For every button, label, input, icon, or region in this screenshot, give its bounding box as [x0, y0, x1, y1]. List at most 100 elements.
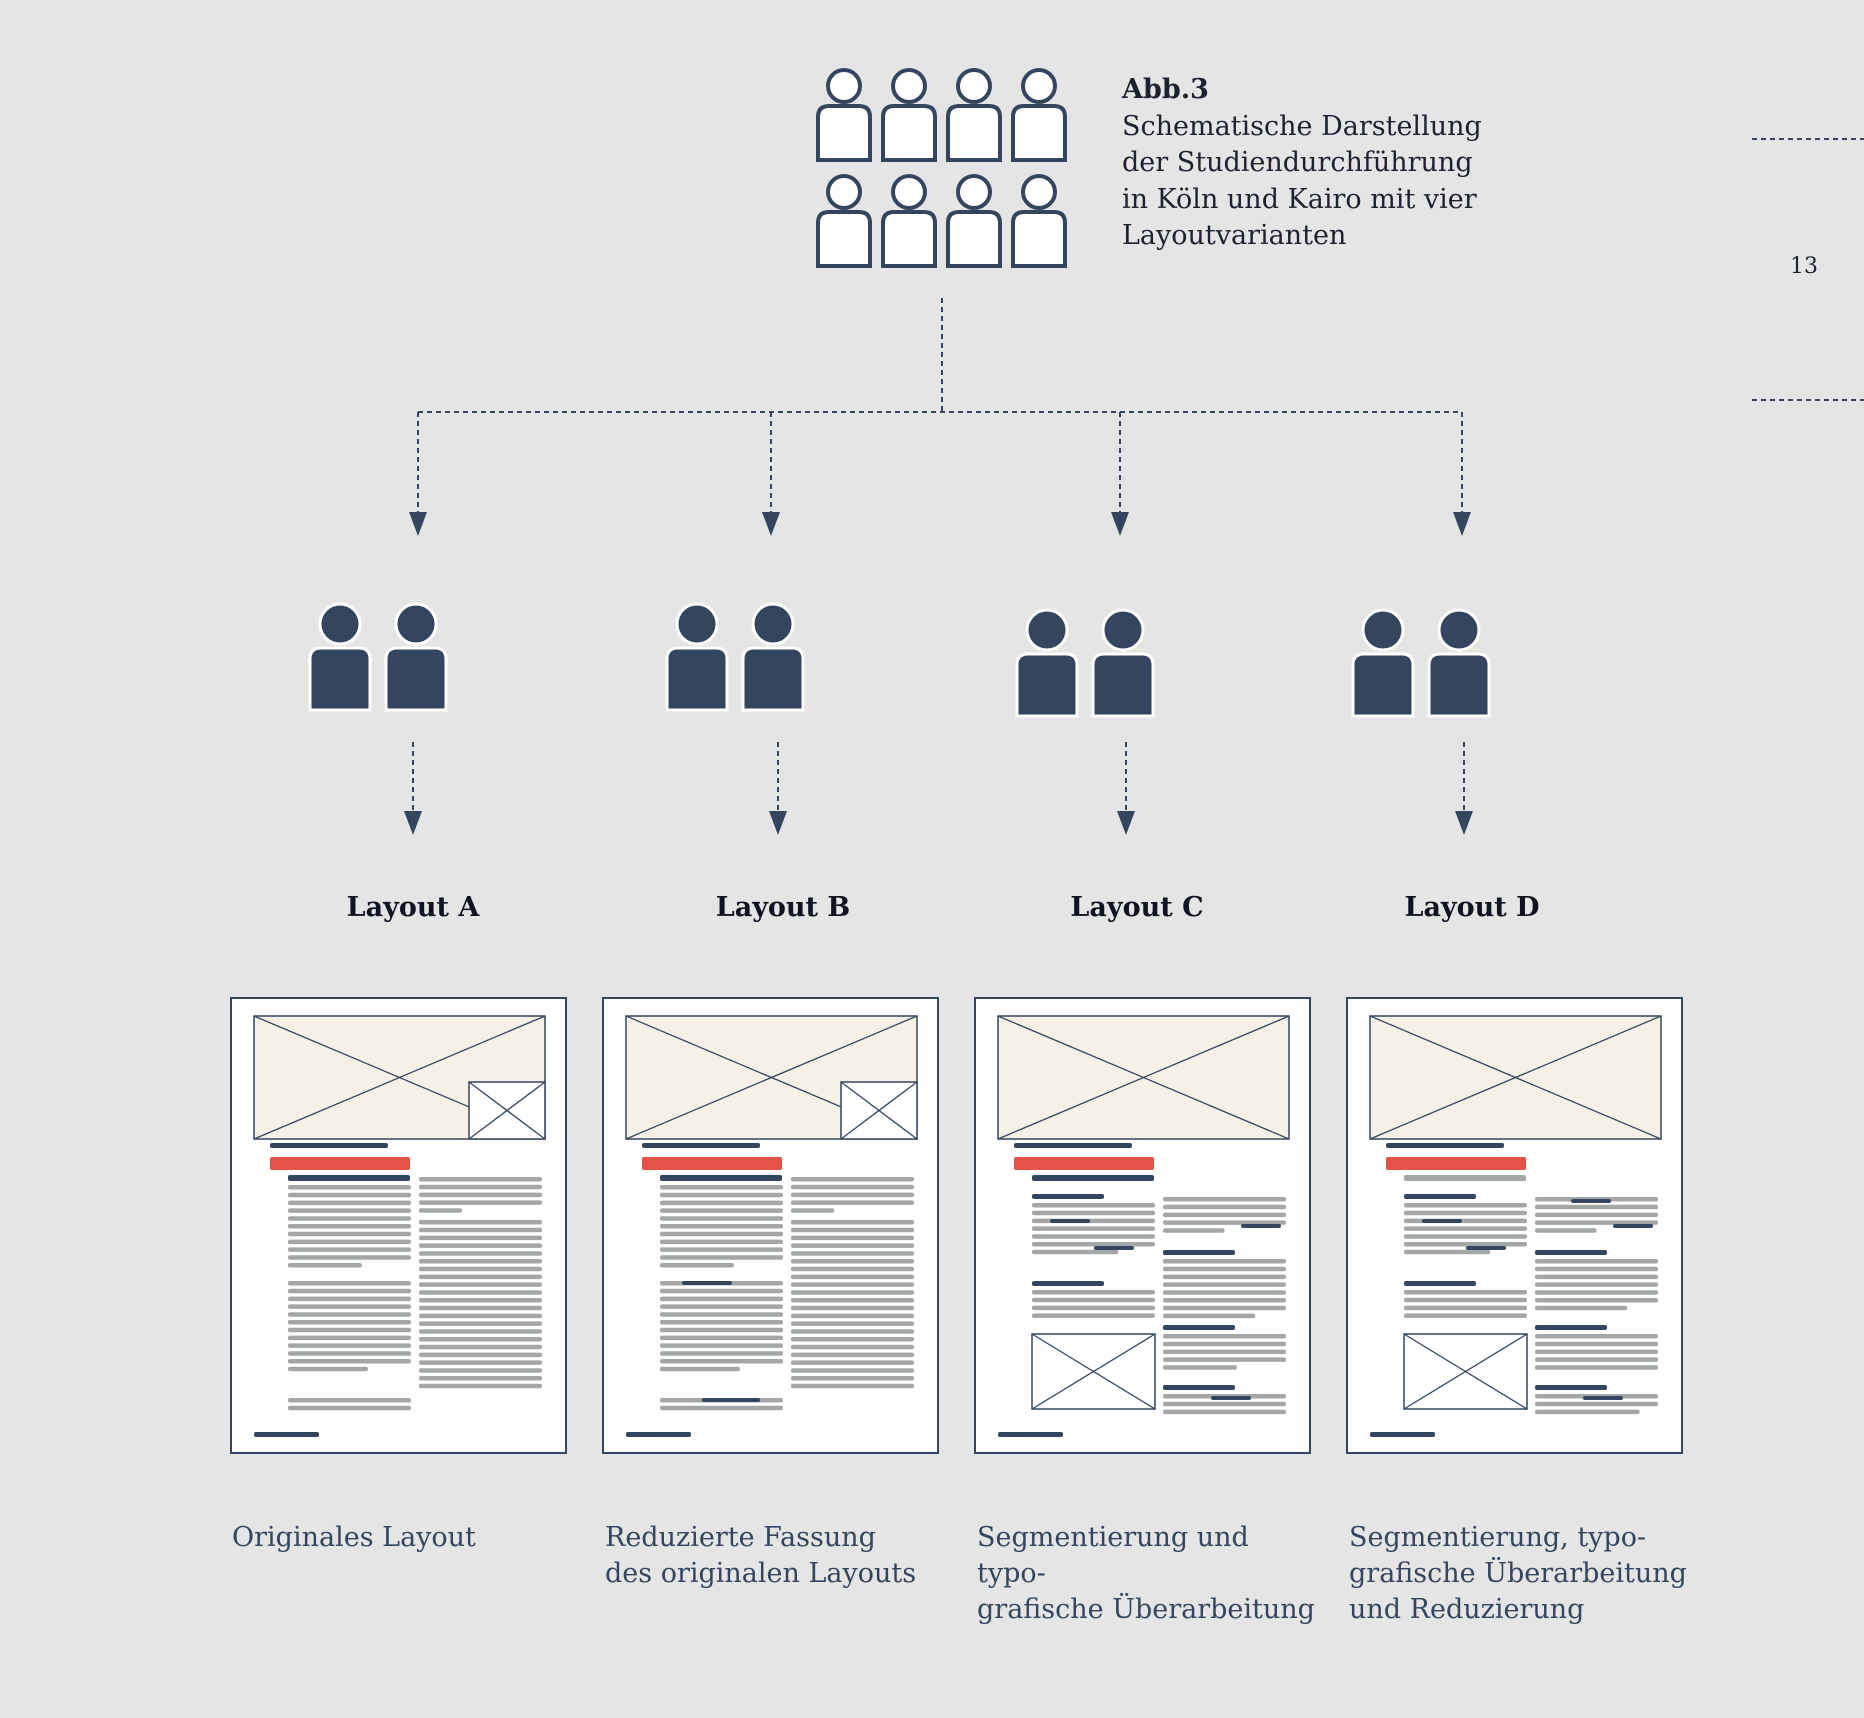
text-line [288, 1255, 411, 1260]
text-line [791, 1376, 914, 1381]
text-line [791, 1290, 914, 1295]
text-line [288, 1398, 411, 1403]
text-line [419, 1368, 542, 1373]
text-line [791, 1266, 914, 1272]
text-line [288, 1281, 411, 1286]
text-line [419, 1360, 542, 1365]
text-line [791, 1227, 914, 1233]
text-line [626, 1432, 691, 1437]
text-line [791, 1251, 914, 1256]
caption-line: Layoutvarianten [1122, 220, 1347, 251]
person-body [1011, 210, 1067, 268]
text-line [1404, 1290, 1527, 1295]
text-line [791, 1282, 914, 1287]
text-line [419, 1251, 542, 1256]
text-line [998, 1432, 1063, 1437]
text-line [1535, 1220, 1658, 1225]
text-line [288, 1192, 411, 1198]
text-line [419, 1282, 542, 1287]
placeholder-cross [997, 1015, 1290, 1140]
text-line [270, 1157, 410, 1170]
text-line [1535, 1259, 1658, 1264]
text-line [1163, 1259, 1286, 1264]
person-pair-body [1091, 652, 1155, 718]
description-line: Originales Layout [232, 1522, 476, 1553]
text-line [1535, 1365, 1658, 1370]
text-line [1404, 1297, 1527, 1303]
text-line [419, 1337, 542, 1342]
text-line [1535, 1212, 1658, 1218]
text-line [1535, 1349, 1658, 1355]
text-line [1404, 1313, 1527, 1318]
text-line [660, 1296, 783, 1302]
layout-description-c: Segmentierung und typo- grafische Überar… [977, 1520, 1317, 1628]
text-line [1535, 1204, 1658, 1210]
text-line [1163, 1357, 1286, 1362]
person-body [946, 104, 1002, 162]
text-line [1535, 1385, 1607, 1390]
text-line [1032, 1194, 1104, 1199]
text-line [1535, 1341, 1658, 1347]
text-line [288, 1335, 411, 1341]
text-line [288, 1296, 411, 1302]
text-line [419, 1177, 542, 1182]
text-line [791, 1352, 914, 1358]
text-line [1032, 1234, 1155, 1239]
text-line [419, 1298, 542, 1303]
text-line [1404, 1226, 1527, 1231]
text-line [288, 1216, 411, 1221]
text-line [288, 1239, 411, 1245]
text-line [1211, 1396, 1251, 1400]
person-pair-body [384, 646, 448, 712]
text-line [1535, 1266, 1658, 1272]
text-line [1032, 1226, 1155, 1231]
text-line [660, 1304, 783, 1309]
person-pair-head [1025, 608, 1069, 652]
caption-line: Schematische Darstellung [1122, 110, 1482, 142]
text-line [419, 1290, 542, 1295]
text-line [1535, 1357, 1658, 1362]
person-pair-body [1015, 652, 1079, 718]
text-line [288, 1231, 411, 1237]
text-line [254, 1432, 319, 1437]
text-line [1163, 1313, 1256, 1319]
arrowhead [769, 811, 787, 835]
text-line [1163, 1305, 1286, 1311]
text-line [288, 1312, 411, 1317]
person-body [816, 104, 872, 162]
person-body [1011, 104, 1067, 162]
arrowhead [762, 512, 780, 536]
text-line [660, 1185, 783, 1190]
text-line [791, 1329, 914, 1334]
text-line [1535, 1298, 1658, 1303]
person-head [826, 174, 862, 210]
text-line [419, 1329, 542, 1334]
text-line [1032, 1203, 1155, 1208]
description-line: des originalen Layouts [605, 1558, 917, 1589]
text-line [419, 1184, 542, 1190]
text-line [1535, 1228, 1597, 1233]
text-line [1032, 1281, 1104, 1286]
text-line [288, 1327, 411, 1333]
text-line [1404, 1305, 1527, 1311]
layout-title-a: Layout A [346, 892, 480, 923]
text-line [419, 1376, 542, 1381]
text-line [1163, 1250, 1235, 1255]
placeholder-cross [1031, 1333, 1156, 1410]
text-line [791, 1235, 914, 1241]
text-line [288, 1200, 411, 1206]
text-line [1163, 1409, 1286, 1415]
text-line [419, 1192, 542, 1198]
arrowhead [409, 512, 427, 536]
text-line [791, 1208, 835, 1213]
text-line [791, 1243, 914, 1248]
caption-line: in Köln und Kairo mit vier [1122, 183, 1477, 215]
text-line [791, 1200, 914, 1205]
text-line [791, 1360, 914, 1365]
person-pair-head [751, 602, 795, 646]
text-line [660, 1327, 783, 1333]
text-line [702, 1398, 760, 1402]
text-line [288, 1208, 411, 1213]
text-line [288, 1247, 411, 1252]
text-line [791, 1305, 914, 1311]
